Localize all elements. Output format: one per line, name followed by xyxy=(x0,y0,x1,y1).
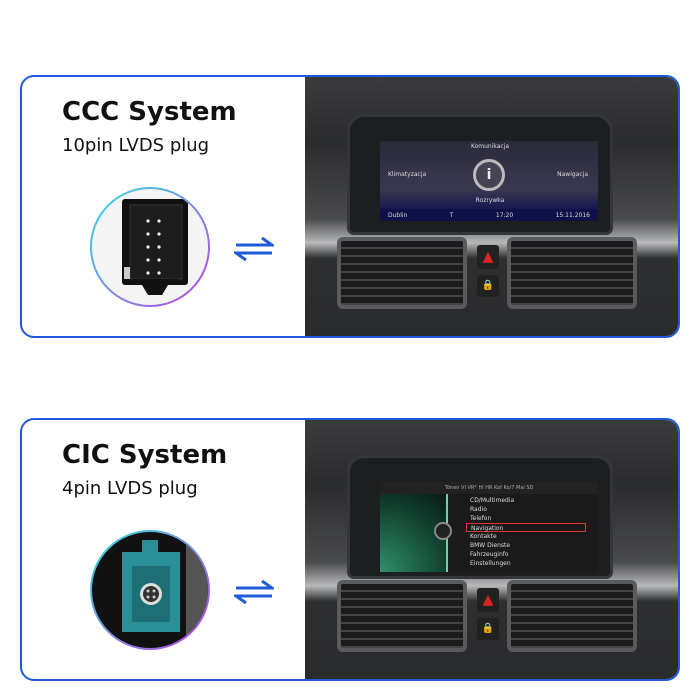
cic-screen: Tönen VI VR* Hi HR Kof Ko/7 Mai SD CD/Mu… xyxy=(380,482,598,572)
card-subtitle: 4pin LVDS plug xyxy=(62,478,198,499)
lock-icon: 🔒 xyxy=(477,618,499,640)
air-vent-left xyxy=(337,237,467,309)
card-title: CIC System xyxy=(62,440,228,470)
swap-arrows-icon xyxy=(234,237,274,261)
menu-item: BMW Dienste xyxy=(470,542,511,549)
dashboard-photo: Tönen VI VR* Hi HR Kof Ko/7 Mai SD CD/Mu… xyxy=(305,420,678,679)
menu-item: Einstellungen xyxy=(470,560,511,567)
menu-bottom: Rozrywka xyxy=(475,197,505,204)
cic-system-card: CIC System 4pin LVDS plug Tönen VI VR* H… xyxy=(20,418,680,681)
4pin-plug-image xyxy=(90,530,210,650)
hazard-icon: ▲ xyxy=(477,245,499,269)
card-title: CCC System xyxy=(62,97,237,127)
menu-item: Fahrzeuginfo xyxy=(470,551,509,558)
menu-left: Klimatyzacja xyxy=(388,171,427,178)
status-city: Dublin xyxy=(388,212,408,219)
air-vent-left xyxy=(337,580,467,652)
lock-icon: 🔒 xyxy=(477,275,499,297)
menu-item: Navigation xyxy=(466,523,586,532)
menu-item: Radio xyxy=(470,506,487,513)
card-subtitle: 10pin LVDS plug xyxy=(62,135,210,156)
hazard-icon: ▲ xyxy=(477,588,499,612)
air-vent-right xyxy=(507,580,637,652)
swap-arrows-icon xyxy=(234,580,274,604)
menu-item: Telefon xyxy=(470,515,492,522)
10pin-plug-image xyxy=(90,187,210,307)
air-vent-right xyxy=(507,237,637,309)
info-icon: i xyxy=(473,159,505,191)
ccc-screen: Komunikacja Klimatyzacja Nawigacja Rozry… xyxy=(380,141,598,221)
status-header: Tönen VI VR* Hi HR Kof Ko/7 Mai SD xyxy=(380,482,598,494)
status-time: 17:20 xyxy=(495,212,514,219)
menu-item: Kontakte xyxy=(470,533,497,540)
menu-item: CD/Multimedia xyxy=(470,497,515,504)
menu-right: Nawigacja xyxy=(557,171,588,178)
status-date: 15.11.2016 xyxy=(555,212,590,219)
dashboard-photo: Komunikacja Klimatyzacja Nawigacja Rozry… xyxy=(305,77,678,336)
ccc-system-card: CCC System 10pin LVDS plug Komunikacja K… xyxy=(20,75,680,338)
status-t: T xyxy=(449,212,454,219)
menu-top: Komunikacja xyxy=(470,143,510,150)
